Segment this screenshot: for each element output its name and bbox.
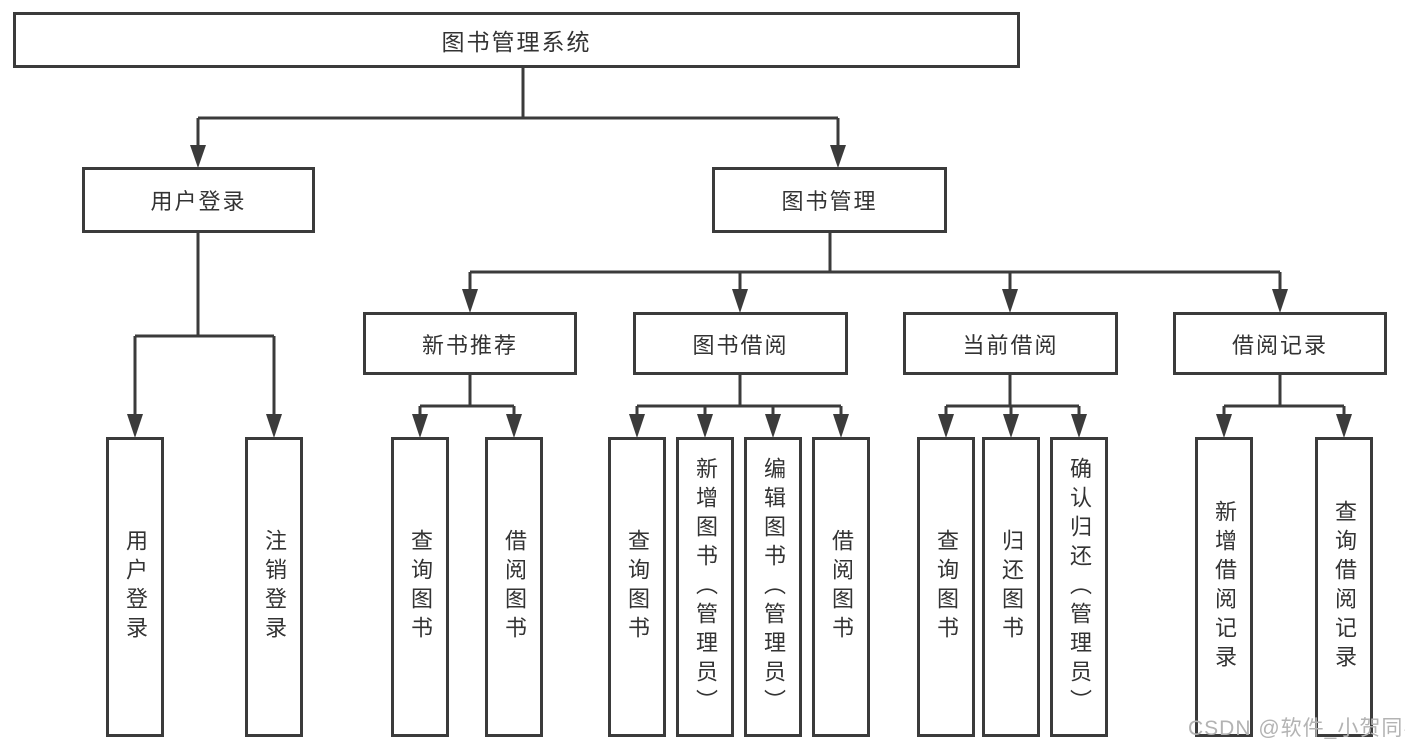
leaf-add-borrow-record: 新增借阅记录 — [1195, 437, 1253, 737]
leaf-borrow-books: 借阅图书 — [812, 437, 870, 737]
node-borrow-records: 借阅记录 — [1173, 312, 1387, 375]
connector-book-borrow-branch — [629, 375, 849, 438]
connector-current-borrow-branch — [938, 375, 1087, 438]
leaf-return-books: 归还图书 — [982, 437, 1040, 737]
leaf-borrow-books-newbook: 借阅图书 — [485, 437, 543, 737]
leaf-logout: 注销登录 — [245, 437, 303, 737]
node-book-management: 图书管理 — [712, 167, 947, 233]
leaf-query-books-current: 查询图书 — [917, 437, 975, 737]
csdn-watermark: CSDN @软件_小贺同学 — [1188, 717, 1405, 740]
node-current-borrow: 当前借阅 — [903, 312, 1118, 375]
leaf-confirm-return-admin: 确认归还（管理员） — [1050, 437, 1108, 737]
leaf-add-books-admin: 新增图书（管理员） — [676, 437, 734, 737]
connector-root-to-level1 — [190, 67, 846, 168]
leaf-query-borrow-record: 查询借阅记录 — [1315, 437, 1373, 737]
leaf-user-login: 用户登录 — [106, 437, 164, 737]
connector-book-mgmt-to-level2 — [462, 233, 1288, 313]
connector-borrow-records-branch — [1216, 375, 1352, 438]
leaf-query-books-newbook: 查询图书 — [391, 437, 449, 737]
node-book-borrow: 图书借阅 — [633, 312, 848, 375]
node-user-login: 用户登录 — [82, 167, 315, 233]
connector-user-login-branch — [127, 233, 282, 438]
node-library-system: 图书管理系统 — [13, 12, 1020, 68]
connector-new-book-branch — [412, 375, 522, 438]
leaf-query-books-borrow: 查询图书 — [608, 437, 666, 737]
leaf-edit-books-admin: 编辑图书（管理员） — [744, 437, 802, 737]
node-new-book-recommend: 新书推荐 — [363, 312, 577, 375]
